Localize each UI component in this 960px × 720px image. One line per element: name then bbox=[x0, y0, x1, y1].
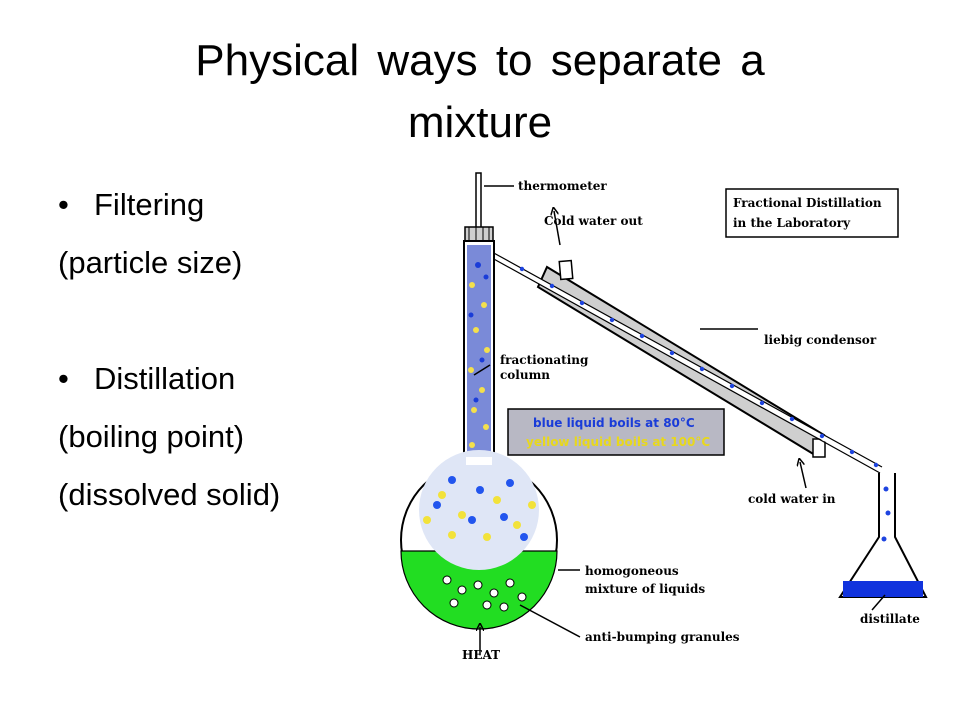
diagram-title-line1: Fractional Distillation bbox=[733, 196, 882, 210]
bullet-note: (particle size) bbox=[58, 245, 243, 280]
fractionating-column bbox=[463, 240, 495, 462]
mixture-label-line2: mixture of liquids bbox=[585, 582, 705, 596]
collecting-flask bbox=[838, 473, 928, 598]
distillate-label: distillate bbox=[860, 612, 920, 626]
slide-title-line1: Physical ways to separate a bbox=[195, 36, 765, 85]
diagram-title-box: Fractional Distillation in the Laborator… bbox=[725, 188, 899, 238]
column-label-line1: fractionating bbox=[500, 353, 589, 367]
bullet-note: (dissolved solid) bbox=[58, 477, 281, 512]
boil-yellow-label: yellow liquid boils at 100°C bbox=[526, 435, 710, 449]
granules-label: anti-bumping granules bbox=[585, 630, 740, 644]
diagram-title-line2: in the Laboratory bbox=[733, 216, 851, 230]
anti-bumping-granules bbox=[442, 575, 527, 612]
bullet-item-label: Filtering bbox=[94, 187, 205, 222]
column-label-line2: column bbox=[500, 368, 550, 382]
thermometer-label: thermometer bbox=[518, 179, 607, 193]
slide-title-line2: mixture bbox=[407, 98, 553, 147]
bullet-note: (boiling point) bbox=[58, 419, 245, 454]
cold-water-in-label: cold water in bbox=[748, 492, 836, 506]
heat-label: HEAT bbox=[462, 648, 500, 662]
bullet-item-label: Distillation bbox=[94, 361, 236, 396]
thermometer-icon bbox=[464, 172, 494, 242]
bullet-item-distillation: • Distillation bbox=[58, 350, 388, 408]
condenser-label: liebig condensor bbox=[764, 333, 877, 347]
boil-blue-label: blue liquid boils at 80°C bbox=[533, 416, 695, 430]
bullet-dot: • bbox=[58, 187, 69, 222]
bullet-list: • Filtering (particle size) • Distillation… bbox=[58, 176, 388, 524]
boiling-flask bbox=[400, 450, 558, 630]
distillation-diagram: blue liquid boils at 80°C yellow liquid … bbox=[392, 165, 952, 675]
bullet-item-filtering: • Filtering bbox=[58, 176, 388, 234]
liebig-condenser bbox=[490, 251, 884, 474]
leader-lines bbox=[473, 185, 886, 655]
vapour-drops bbox=[519, 266, 879, 468]
mixture-label-line1: homogoneous bbox=[585, 564, 679, 578]
cold-water-out-label: Cold water out bbox=[544, 214, 643, 228]
boiling-points-box: blue liquid boils at 80°C yellow liquid … bbox=[507, 408, 725, 456]
slide-title: Physical ways to separate a mixture bbox=[0, 30, 960, 154]
bullet-dot: • bbox=[58, 361, 69, 396]
distillation-diagram-svg: blue liquid boils at 80°C yellow liquid … bbox=[400, 172, 928, 662]
